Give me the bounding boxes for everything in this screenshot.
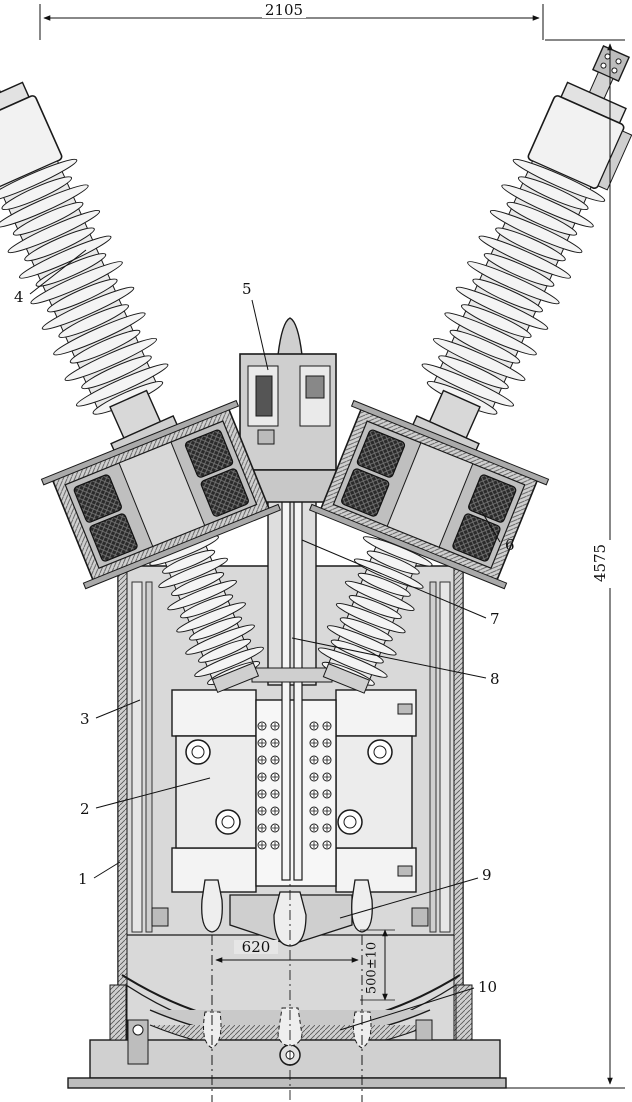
callout-9: 9 xyxy=(482,866,492,884)
callout-5: 5 xyxy=(242,280,252,298)
dimension-top-width: 2105 xyxy=(39,1,544,40)
right-inner-bushing xyxy=(317,536,433,694)
left-inner-bushing xyxy=(149,535,264,694)
left-ct-housing xyxy=(40,399,282,590)
dimension-clearance-label: 500±10 xyxy=(365,942,380,994)
dimension-base-spacing-label: 620 xyxy=(242,938,271,956)
callout-10: 10 xyxy=(478,978,497,996)
callouts: 1 2 3 4 5 6 7 8 9 10 xyxy=(14,249,515,1031)
callout-3: 3 xyxy=(80,710,90,728)
dimension-clearance: 500±10 xyxy=(360,929,395,1001)
callout-2: 2 xyxy=(80,800,90,818)
callout-7: 7 xyxy=(490,610,500,628)
right-bushing xyxy=(406,44,632,465)
dimension-top-width-label: 2105 xyxy=(265,1,303,19)
callout-4: 4 xyxy=(14,288,24,306)
callout-6: 6 xyxy=(505,536,515,554)
right-ct-housing xyxy=(308,399,550,590)
left-bushing xyxy=(0,71,184,465)
dimension-total-height-label: 4575 xyxy=(591,544,609,582)
dimension-total-height: 4575 xyxy=(506,39,625,1089)
dimension-base-spacing: 620 xyxy=(215,938,359,963)
callout-8: 8 xyxy=(490,670,500,688)
callout-1: 1 xyxy=(78,870,88,888)
